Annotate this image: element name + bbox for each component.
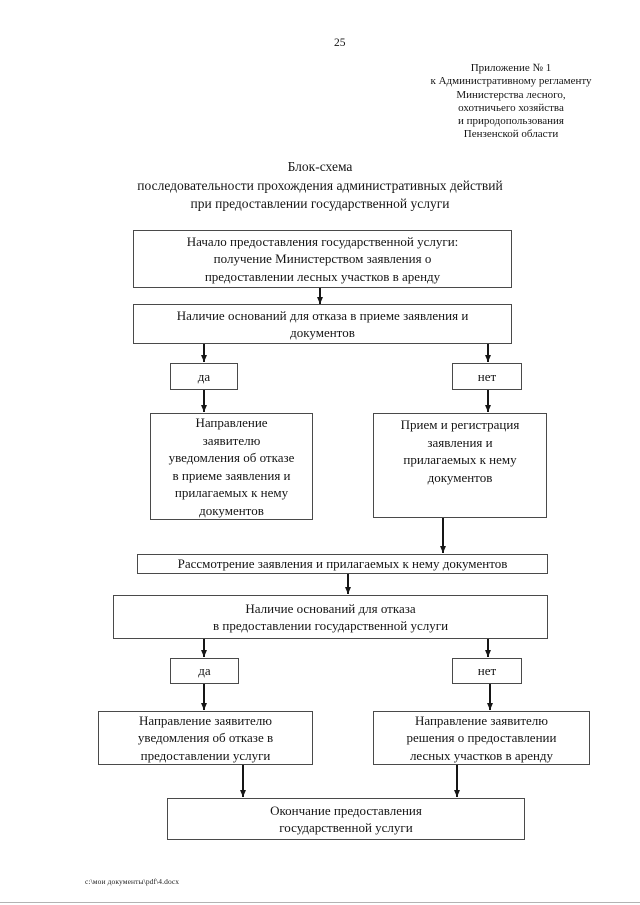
flow-arrow-check1-to-yes1 — [203, 344, 205, 362]
page-number: 25 — [334, 37, 346, 49]
flow-arrow-registration-to-review — [442, 518, 444, 553]
flow-arrow-rejection2-to-end — [242, 765, 244, 797]
flow-arrow-start-to-check1 — [319, 288, 321, 304]
flow-box-no-2: нет — [452, 658, 522, 684]
flow-arrow-check2-to-yes2 — [203, 639, 205, 657]
flow-box-start: Начало предоставления государственной ус… — [133, 230, 512, 288]
flow-arrow-no2-to-decision — [489, 684, 491, 710]
footer-file-path: с:\мои документы\pdf\4.docx — [85, 877, 180, 886]
flow-arrow-yes2-to-rejection2 — [203, 684, 205, 710]
flow-box-refusal-check-acceptance: Наличие оснований для отказа в приеме за… — [133, 304, 512, 344]
flow-arrow-yes1-to-rejection1 — [203, 390, 205, 412]
flow-box-yes-1: да — [170, 363, 238, 390]
page-bottom-edge — [0, 902, 640, 903]
flow-box-review: Рассмотрение заявления и прилагаемых к н… — [137, 554, 548, 574]
flow-box-yes-2: да — [170, 658, 239, 684]
flow-arrow-check2-to-no2 — [487, 639, 489, 657]
flow-box-no-1: нет — [452, 363, 522, 390]
flow-arrow-check1-to-no1 — [487, 344, 489, 362]
flow-arrow-decision-to-end — [456, 765, 458, 797]
flow-arrow-review-to-check2 — [347, 574, 349, 594]
flow-arrow-no1-to-registration — [487, 390, 489, 412]
